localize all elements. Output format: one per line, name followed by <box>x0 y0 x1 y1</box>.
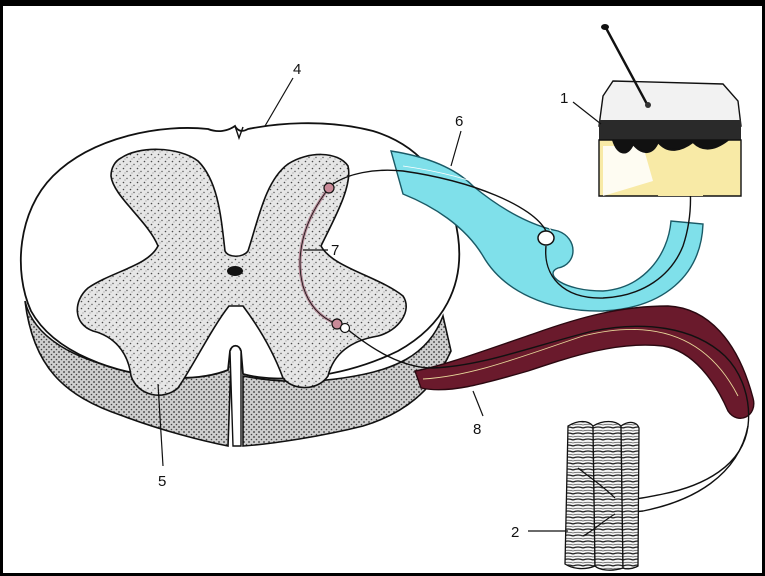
ventral-median-fissure <box>230 351 241 446</box>
muscle-fiber-2 <box>593 422 623 571</box>
label-8: 8 <box>473 421 481 438</box>
muscle-fiber-1 <box>565 422 595 569</box>
label-6: 6 <box>455 113 463 130</box>
muscle-fibers <box>565 422 639 571</box>
pin-head <box>601 24 609 30</box>
label-1: 1 <box>560 90 568 107</box>
spinal-cord <box>21 123 459 446</box>
pin-tip <box>645 102 651 108</box>
skin-epidermis <box>599 81 741 126</box>
motor-neuron-body <box>341 324 350 333</box>
label-5: 5 <box>158 473 166 490</box>
ventral-root-body <box>415 306 754 418</box>
skin-sample <box>599 24 741 196</box>
reflex-arc-diagram: 1 2 4 5 6 7 8 <box>3 6 762 573</box>
interneuron-upper-synapse <box>324 183 334 193</box>
skin-dark-layer <box>599 120 741 140</box>
dorsal-root-ganglion-cell <box>538 231 554 245</box>
ventral-root <box>415 306 754 418</box>
muscle-fiber-3 <box>621 422 639 569</box>
label-7: 7 <box>331 242 339 259</box>
central-canal <box>227 266 243 276</box>
label-4: 4 <box>293 61 301 78</box>
label-2: 2 <box>511 524 519 541</box>
